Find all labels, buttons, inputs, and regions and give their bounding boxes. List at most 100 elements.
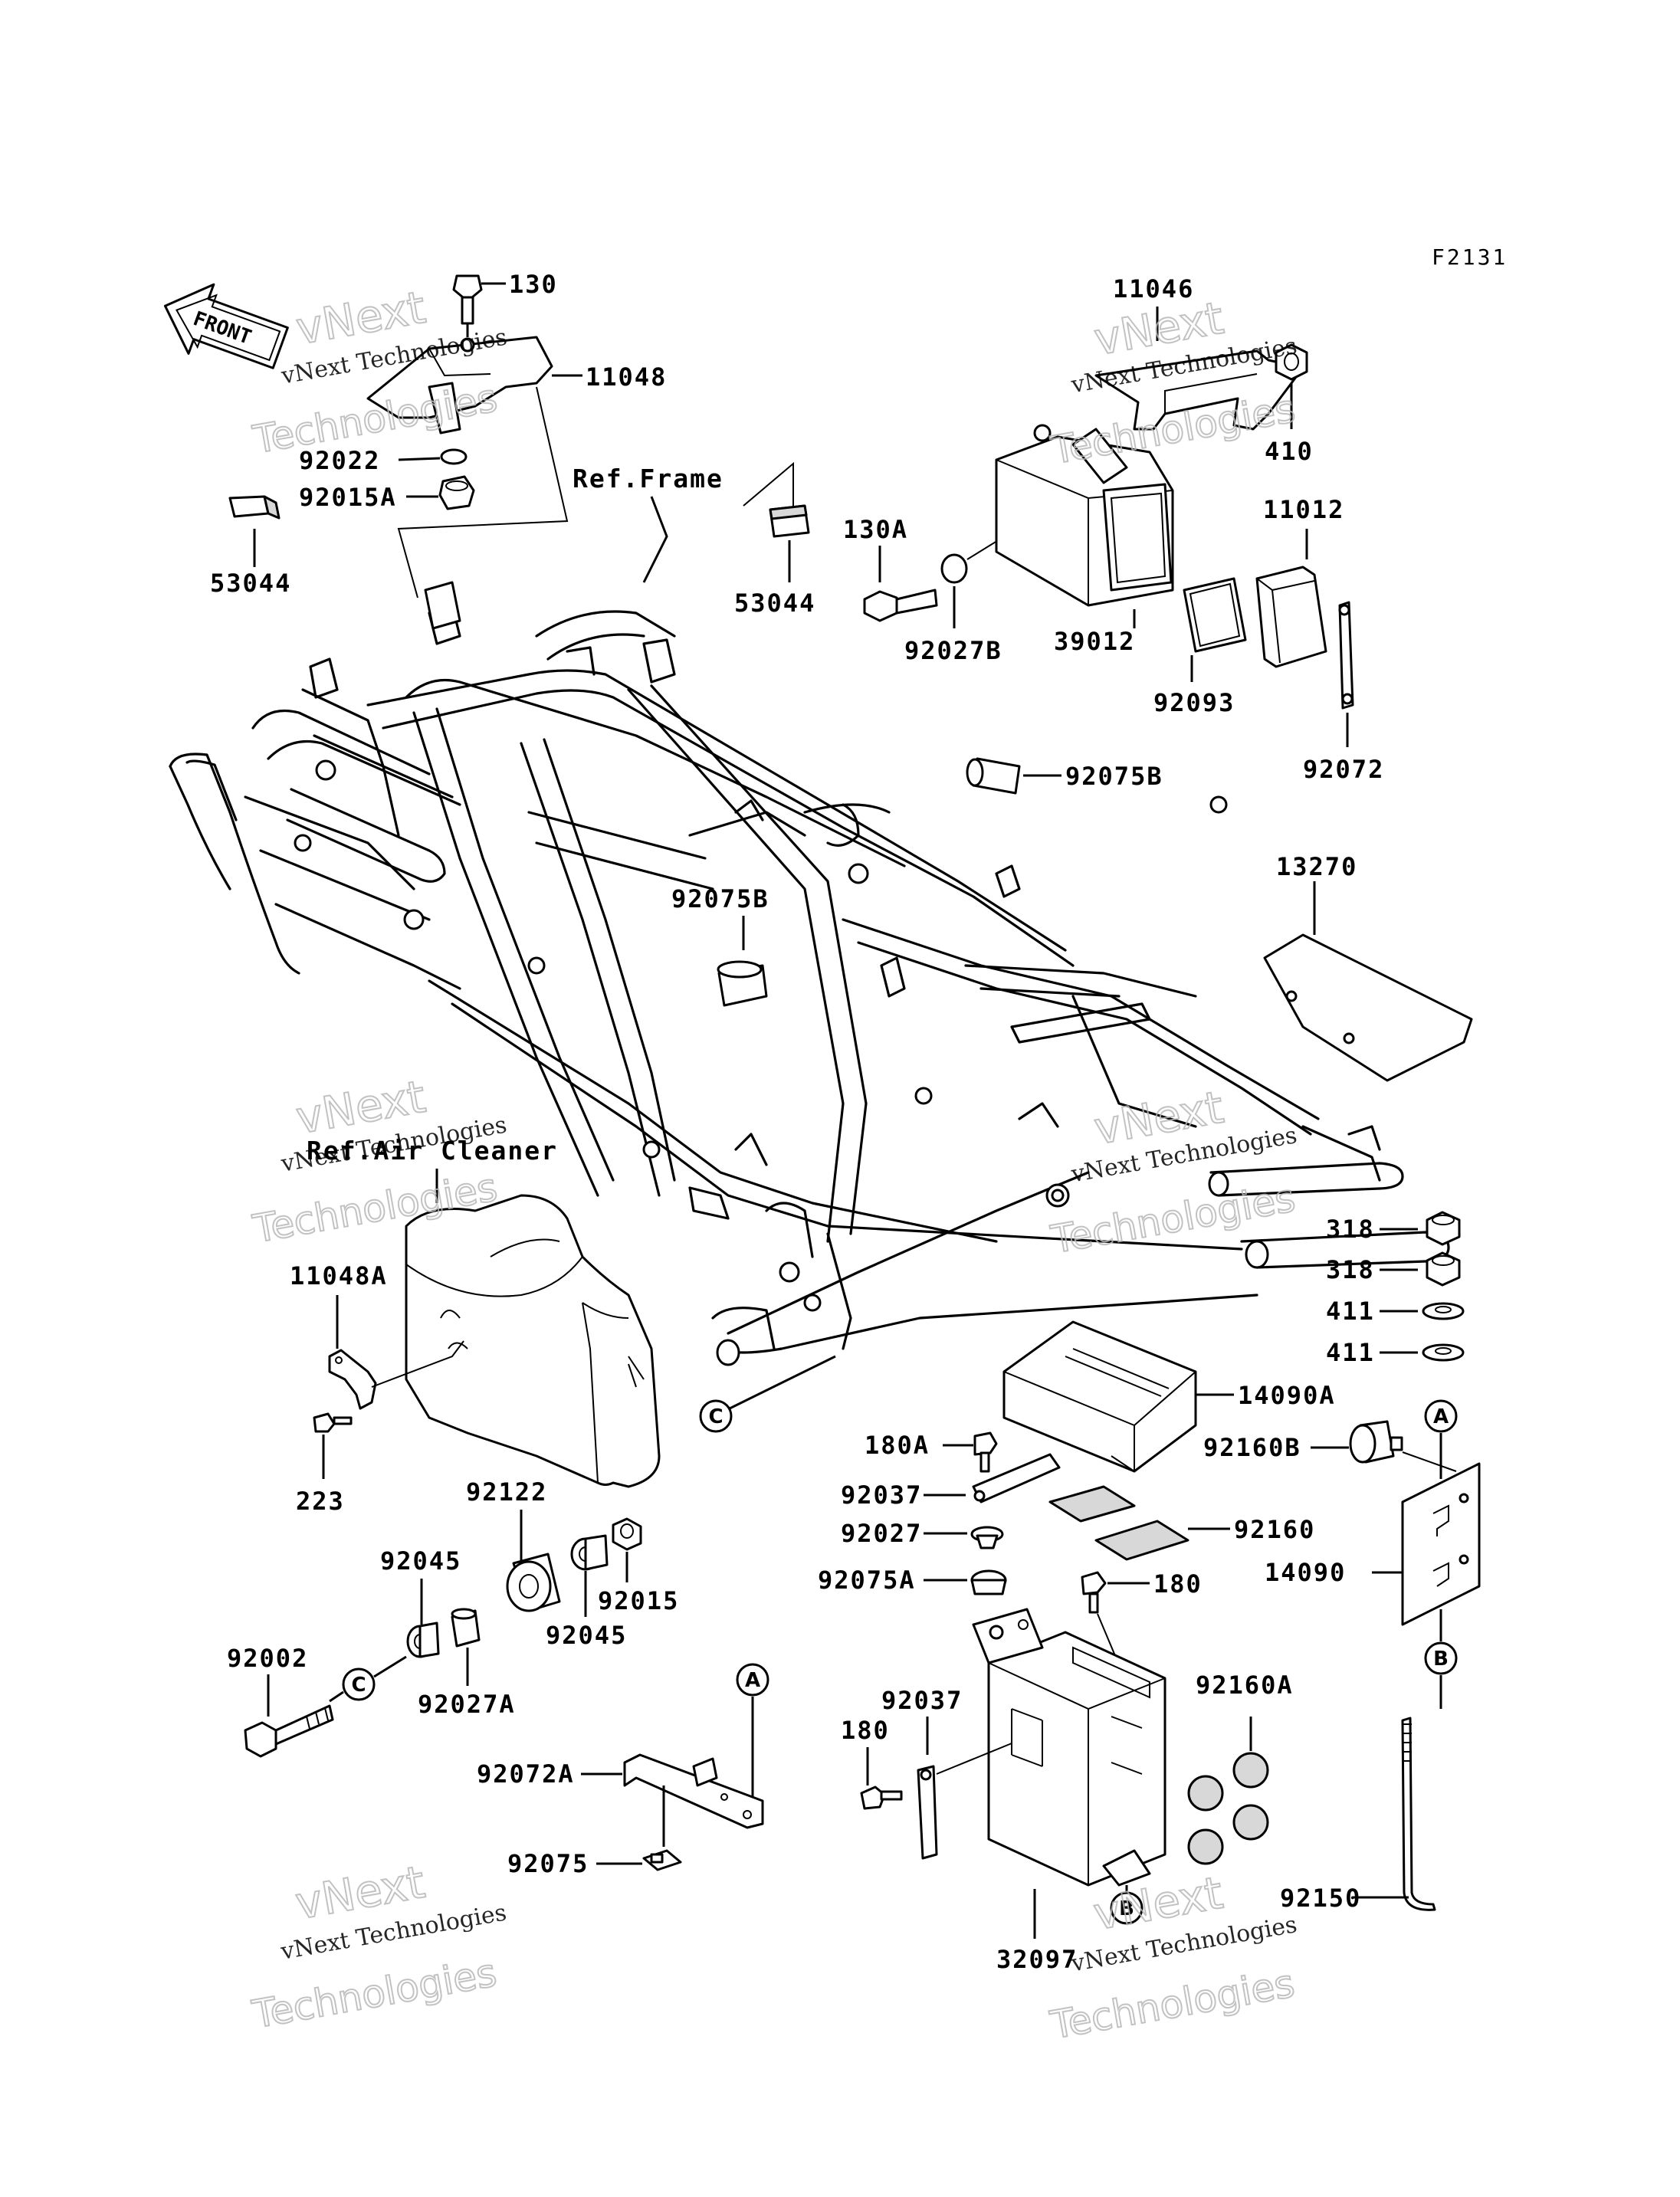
label-92015A: 92015A xyxy=(299,483,397,512)
connector-b-right xyxy=(1424,1641,1458,1675)
label-11048A: 11048A xyxy=(290,1261,388,1290)
label-92075B-top: 92075B xyxy=(1065,762,1163,791)
label-180A: 180A xyxy=(865,1431,930,1460)
connector-b-right-label: B xyxy=(1433,1648,1449,1671)
cushion-53044-mid-icon xyxy=(769,504,810,538)
collar-92075B-top-icon xyxy=(966,757,1021,795)
bolt-180-right-icon xyxy=(1081,1571,1107,1614)
pad-92160-b-icon xyxy=(1094,1520,1189,1561)
label-92160A: 92160A xyxy=(1196,1671,1294,1700)
strap-92072-icon xyxy=(1338,601,1354,710)
label-92150: 92150 xyxy=(1280,1884,1361,1913)
label-11012: 11012 xyxy=(1263,495,1344,524)
cable-92037-bot-icon xyxy=(917,1765,938,1860)
label-92045-left: 92045 xyxy=(380,1546,461,1576)
case-39012-icon xyxy=(995,424,1174,607)
bracket-92072A-icon xyxy=(623,1753,764,1829)
battery-case-32097-icon xyxy=(972,1608,1166,1887)
label-53044-mid: 53044 xyxy=(734,589,815,618)
label-92093: 92093 xyxy=(1153,688,1235,717)
label-32097: 32097 xyxy=(996,1945,1078,1974)
label-92122: 92122 xyxy=(466,1477,547,1507)
collar-92075B-mid-icon xyxy=(717,960,768,1007)
label-92075B-mid: 92075B xyxy=(671,884,769,913)
connector-a-right-label: A xyxy=(1433,1405,1449,1428)
frame-drawing xyxy=(169,604,1450,1366)
bracket-11048A-icon xyxy=(328,1349,377,1410)
label-130A: 130A xyxy=(843,515,908,544)
ref-air-cleaner-label: Ref.Air Cleaner xyxy=(307,1136,558,1166)
connector-c-left-label: C xyxy=(351,1674,366,1697)
bushing-92045-right-icon xyxy=(570,1534,609,1571)
nut-92015-icon xyxy=(612,1517,642,1551)
bolt-180A-icon xyxy=(973,1431,998,1473)
connector-b-bottom xyxy=(1110,1891,1144,1925)
damper-92160B-icon xyxy=(1349,1420,1403,1464)
label-92075: 92075 xyxy=(507,1849,589,1878)
connector-a-bottom-label: A xyxy=(745,1669,760,1692)
bolt-130A-icon xyxy=(863,589,938,622)
label-92002: 92002 xyxy=(227,1644,308,1673)
pad-92160A-b-icon xyxy=(1187,1775,1224,1812)
connector-c-left xyxy=(342,1667,376,1701)
label-92022: 92022 xyxy=(299,446,380,475)
watermark-bottom-right: vNext Technologies vNext Technologies xyxy=(1046,1866,1299,2049)
label-411-b: 411 xyxy=(1326,1338,1375,1367)
label-92075A: 92075A xyxy=(818,1566,916,1595)
cable-92037-top-icon xyxy=(972,1453,1061,1503)
battery-cover-14090A-icon xyxy=(1002,1320,1197,1473)
label-14090: 14090 xyxy=(1265,1558,1346,1587)
washer-411-b-icon xyxy=(1422,1343,1465,1362)
pad-92160A-d-icon xyxy=(1187,1828,1224,1865)
label-318-a: 318 xyxy=(1326,1215,1375,1244)
bolt-130-icon xyxy=(452,274,483,325)
label-11046: 11046 xyxy=(1113,274,1194,303)
bracket-11046-icon xyxy=(1094,349,1304,431)
label-92160B: 92160B xyxy=(1203,1433,1301,1462)
watermark-mid-right: vNext Technologies vNext Technologies xyxy=(1047,1080,1299,1264)
connector-b-bottom-label: B xyxy=(1119,1897,1134,1920)
pad-92160A-a-icon xyxy=(1232,1752,1269,1789)
label-92160: 92160 xyxy=(1234,1515,1315,1544)
label-130: 130 xyxy=(509,270,558,299)
label-13270: 13270 xyxy=(1276,852,1357,881)
label-92027A: 92027A xyxy=(418,1690,516,1719)
ref-frame-label: Ref.Frame xyxy=(573,464,724,494)
label-92015: 92015 xyxy=(598,1586,679,1615)
grommet-92027-icon xyxy=(970,1526,1004,1549)
label-92072: 92072 xyxy=(1303,755,1384,784)
label-318-b: 318 xyxy=(1326,1255,1375,1284)
bolt-180-left-icon xyxy=(860,1785,903,1810)
label-92037-bot: 92037 xyxy=(881,1686,963,1715)
nut-318-a-icon xyxy=(1426,1211,1461,1246)
cushion-53044-left-icon xyxy=(228,495,281,520)
front-arrow-icon: FRONT xyxy=(163,283,289,369)
nut-92015A-icon xyxy=(438,475,475,510)
washer-92027B-icon xyxy=(940,553,968,584)
connector-a-bottom xyxy=(736,1663,769,1697)
cover-11012-icon xyxy=(1255,566,1327,668)
bushing-92045-left-icon xyxy=(406,1622,440,1658)
label-92027: 92027 xyxy=(841,1519,922,1548)
connector-c-frame-label: C xyxy=(708,1405,723,1428)
pad-92160-a-icon xyxy=(1048,1485,1136,1523)
connector-c-frame xyxy=(699,1399,733,1433)
grommet-92075A-icon xyxy=(970,1569,1007,1595)
bracket-14090-icon xyxy=(1401,1462,1481,1626)
label-411-a: 411 xyxy=(1326,1297,1375,1326)
plate-13270-icon xyxy=(1263,933,1473,1082)
connector-a-right xyxy=(1424,1399,1458,1433)
label-11048: 11048 xyxy=(586,362,667,392)
label-92072A: 92072A xyxy=(477,1759,575,1789)
label-53044-left: 53044 xyxy=(210,569,291,598)
air-cleaner-icon xyxy=(405,1194,661,1488)
nut-92075-icon xyxy=(642,1849,682,1871)
pad-92160A-c-icon xyxy=(1232,1804,1269,1841)
washer-411-a-icon xyxy=(1422,1302,1465,1320)
label-410: 410 xyxy=(1265,437,1314,466)
screw-223-icon xyxy=(313,1412,353,1433)
label-14090A: 14090A xyxy=(1238,1381,1336,1410)
watermark-bottom-left: vNext Technologies vNext Technologies xyxy=(248,1855,509,2038)
watermark-mid-left: vNext Technologies vNext Technologies xyxy=(249,1070,509,1253)
